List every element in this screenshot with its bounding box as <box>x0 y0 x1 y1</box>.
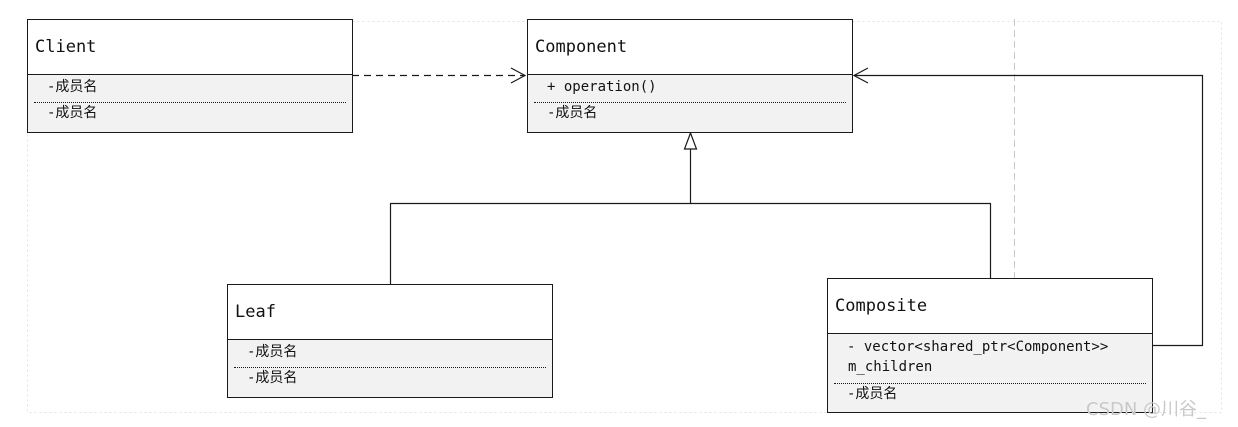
watermark: CSDN @川谷_ <box>1086 399 1207 420</box>
composite-class[interactable]: Composite - vector<shared_ptr<Component>… <box>827 278 1153 413</box>
aggregation-arrowhead <box>852 67 869 84</box>
members-compartment: + operation() -成员名 <box>528 75 852 132</box>
dependency-arrowhead <box>510 67 527 84</box>
component-class[interactable]: Component + operation() -成员名 <box>527 19 853 133</box>
attribute: -成员名 <box>47 79 98 95</box>
generalization-arrowhead <box>683 131 698 150</box>
class-name: Component <box>528 20 852 75</box>
attribute: -成员名 <box>847 386 898 402</box>
compartment-divider <box>34 102 346 103</box>
compartment-divider <box>834 383 1146 384</box>
field-continuation: m_children <box>848 359 933 375</box>
compartment-divider <box>234 367 546 368</box>
class-name: Leaf <box>228 285 552 340</box>
aggregation-line <box>854 74 1204 347</box>
attribute: -成员名 <box>547 105 598 121</box>
members-compartment: - vector<shared_ptr<Component>> m_childr… <box>828 334 1152 412</box>
attributes-compartment: -成员名 -成员名 <box>228 340 552 397</box>
compartment-divider <box>534 102 846 103</box>
class-name: Composite <box>828 279 1152 334</box>
field: - vector<shared_ptr<Component>> <box>847 339 1109 355</box>
client-class[interactable]: Client -成员名 -成员名 <box>27 19 353 133</box>
attributes-compartment: -成员名 -成员名 <box>28 75 352 132</box>
class-name: Client <box>28 20 352 75</box>
leaf-class[interactable]: Leaf -成员名 -成员名 <box>227 284 553 398</box>
attribute: -成员名 <box>47 105 98 121</box>
attribute: -成员名 <box>247 370 298 386</box>
operation: + operation() <box>547 79 657 95</box>
attribute: -成员名 <box>247 344 298 360</box>
